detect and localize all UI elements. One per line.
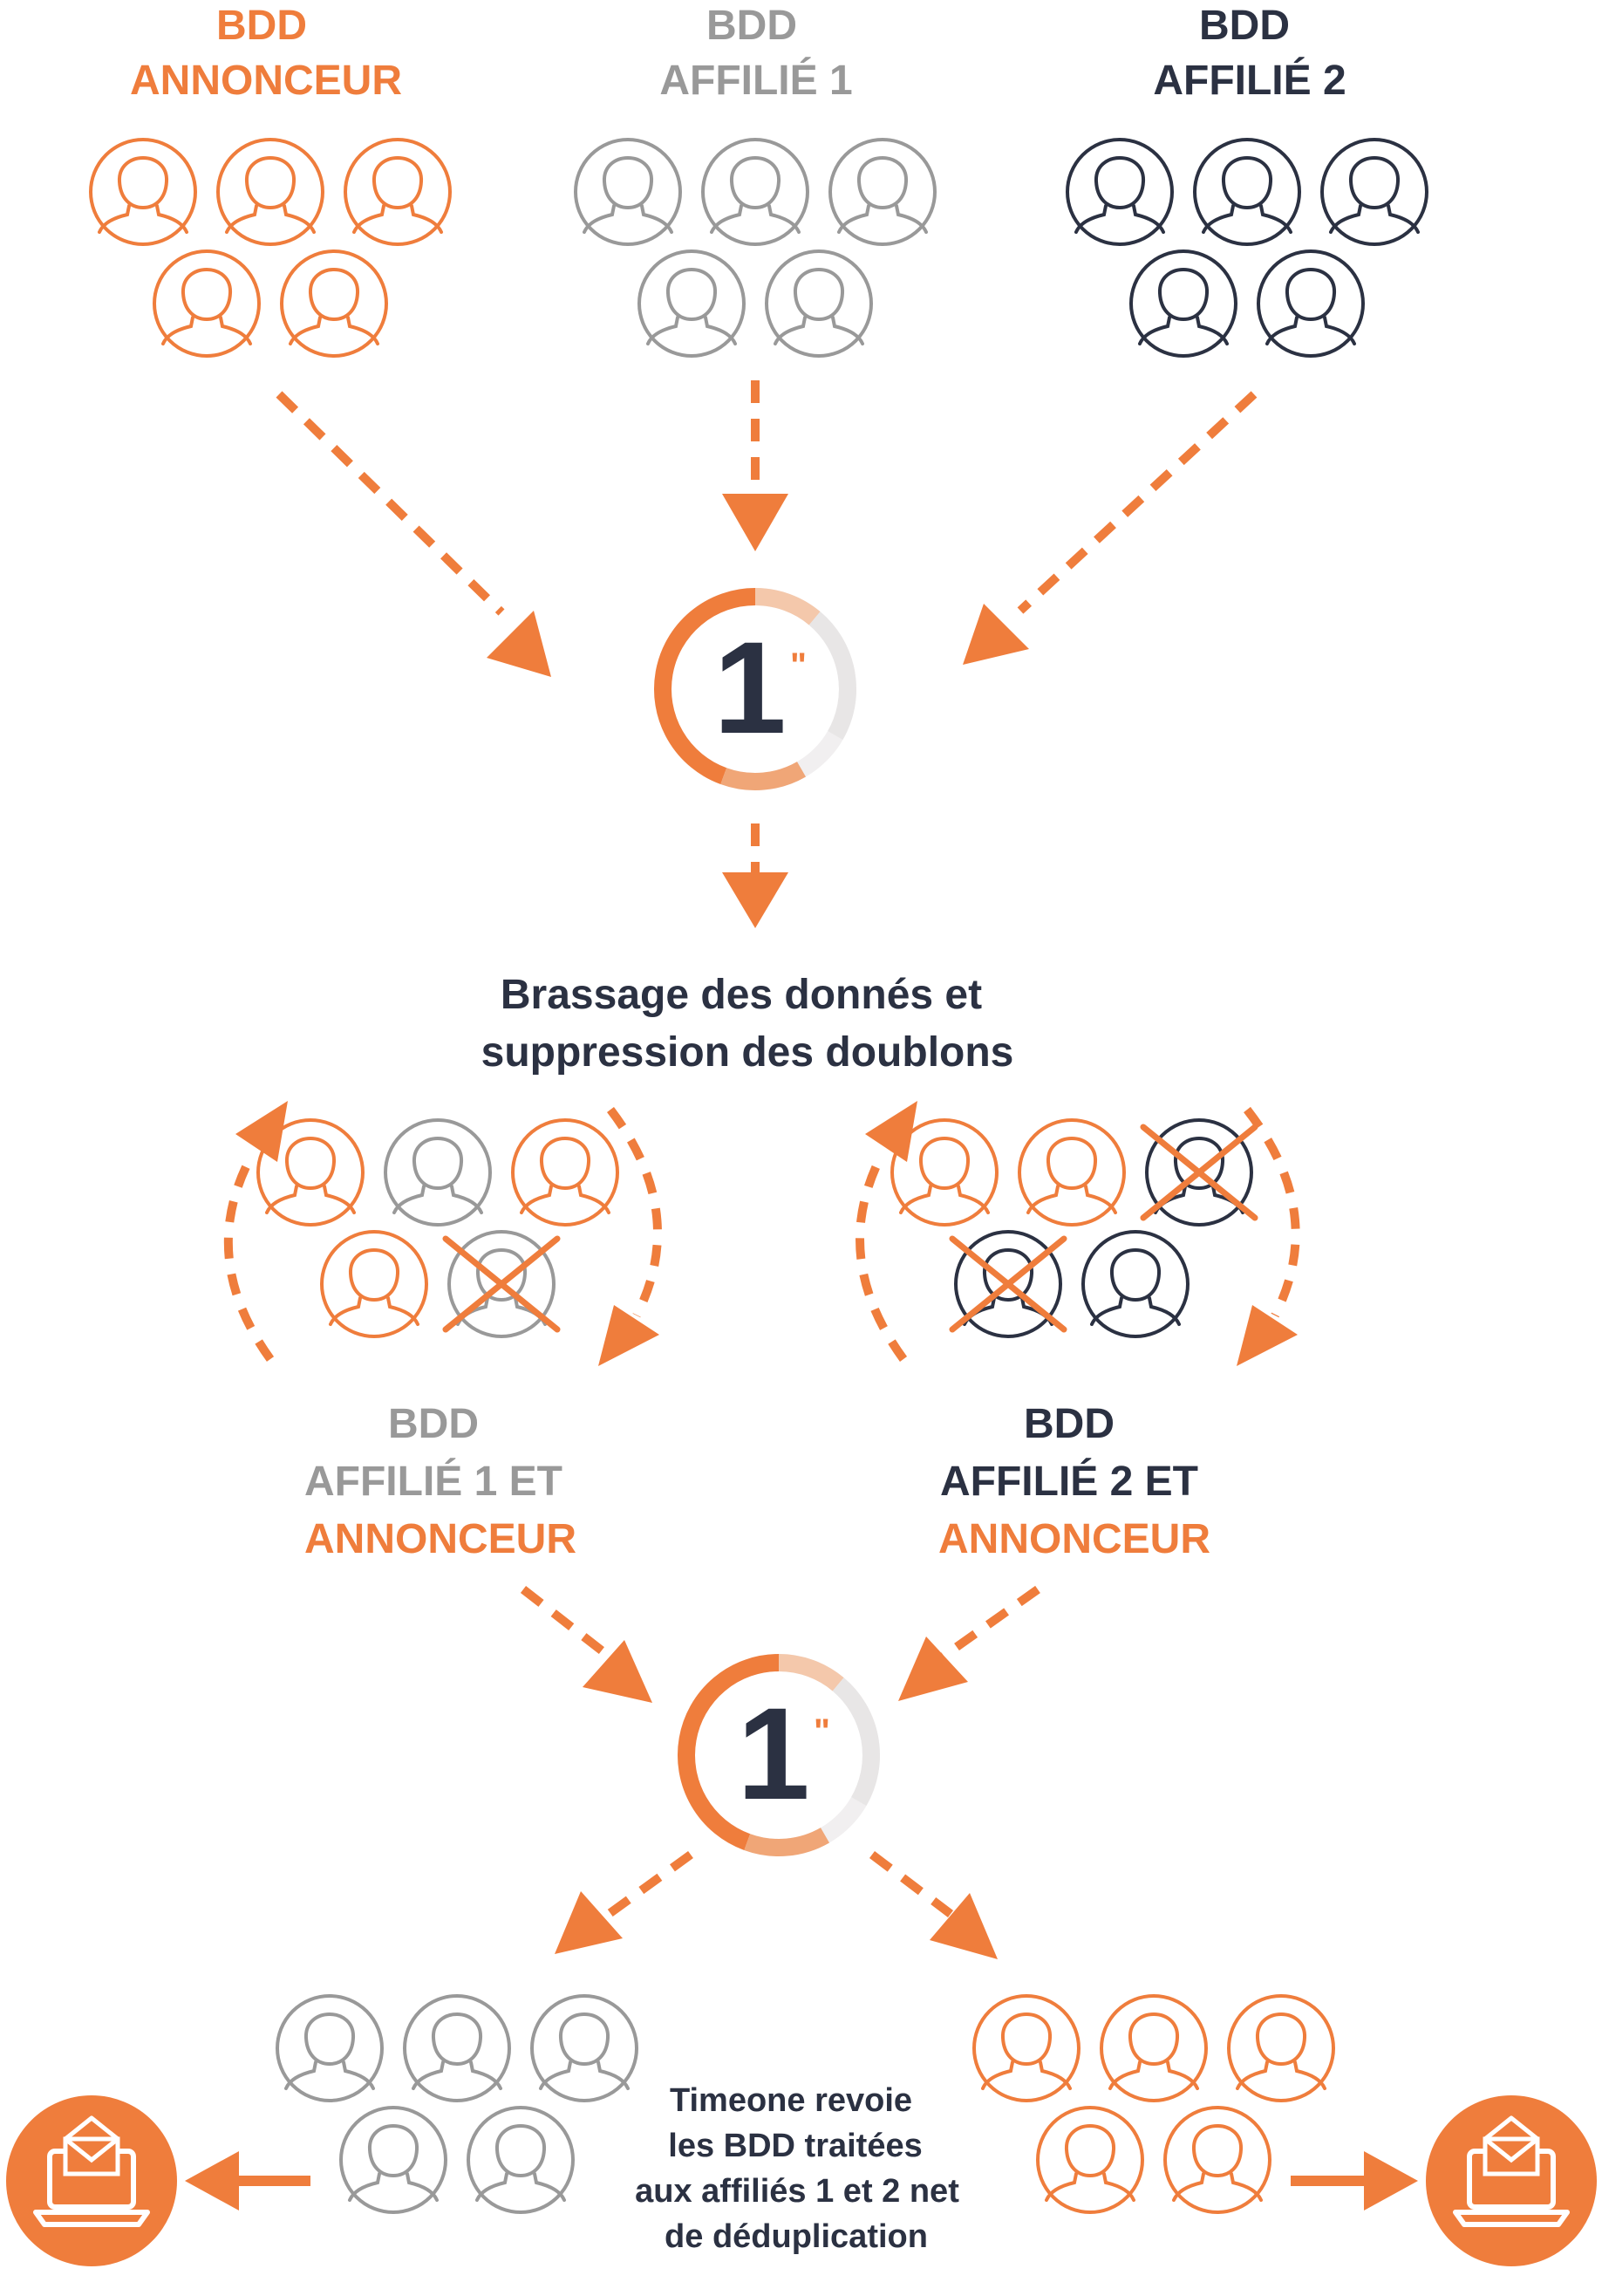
user-icon xyxy=(89,138,197,246)
user-icon xyxy=(384,1118,492,1227)
user-icon xyxy=(890,1118,999,1227)
user-icon xyxy=(320,1230,428,1338)
arrow-timer-to-output-left xyxy=(555,1850,693,1954)
user-icon xyxy=(256,1118,365,1227)
user-icon xyxy=(949,1230,1067,1338)
user-icon xyxy=(467,2106,575,2214)
user-icon xyxy=(530,1994,638,2102)
removed-cross-icon xyxy=(1140,1124,1258,1221)
user-icon xyxy=(511,1118,619,1227)
output-group-affiliate2 xyxy=(972,1994,1335,2214)
user-icon xyxy=(1320,138,1428,246)
source-label-advertiser-line2: ANNONCEUR xyxy=(130,58,402,104)
merged-group-affiliate2 xyxy=(890,1118,1258,1338)
user-icon xyxy=(1036,2106,1144,2214)
user-icon xyxy=(1193,138,1301,246)
arrow-affiliate1-to-timer xyxy=(722,380,788,551)
source-label-affiliate1-line2: AFFILIÉ 1 xyxy=(659,57,852,104)
user-icon xyxy=(339,2106,447,2214)
merged-label-affiliate1-line3: ANNONCEUR xyxy=(304,1516,576,1562)
user-icon xyxy=(442,1230,561,1338)
user-icon xyxy=(765,249,873,358)
user-icon xyxy=(1100,1994,1208,2102)
shuffle-arrows-affiliate1 xyxy=(223,1101,662,1366)
result-caption-line3: aux affiliés 1 et 2 net xyxy=(635,2173,959,2210)
arrow-timer-to-output-right xyxy=(869,1851,998,1959)
shuffle-caption-line2: suppression des doublons xyxy=(481,1029,1014,1076)
user-icon xyxy=(403,1994,511,2102)
result-caption-line4: de déduplication xyxy=(665,2218,928,2255)
user-icon xyxy=(828,138,937,246)
result-caption-line1: Timeone revoie xyxy=(670,2082,912,2119)
timer-number: 1 xyxy=(737,1680,809,1827)
user-group-advertiser xyxy=(89,138,452,358)
source-label-affiliate1-line1: BDD xyxy=(706,3,797,49)
source-label-advertiser-line1: BDD xyxy=(216,3,307,49)
user-icon xyxy=(1129,249,1237,358)
user-icon xyxy=(276,1994,384,2102)
arrow-output-to-laptop-left xyxy=(185,2151,310,2211)
output-group-affiliate1 xyxy=(276,1994,638,2214)
removed-cross-icon xyxy=(949,1235,1067,1333)
merged-label-affiliate1-line1: BDD xyxy=(388,1401,479,1447)
source-label-affiliate2-line2: AFFILIÉ 2 xyxy=(1153,57,1346,104)
source-label-affiliate2-line1: BDD xyxy=(1199,3,1290,49)
timer-seconds-mark: " xyxy=(814,1712,830,1751)
laptop-mail-icon xyxy=(6,2095,177,2266)
user-icon xyxy=(972,1994,1080,2102)
user-icon xyxy=(153,249,261,358)
user-icon xyxy=(1066,138,1174,246)
user-icon xyxy=(701,138,809,246)
user-icon xyxy=(280,249,388,358)
removed-cross-icon xyxy=(442,1235,561,1333)
timer-icon-1: 1" xyxy=(654,588,856,790)
arrow-merged2-to-timer xyxy=(898,1585,1040,1701)
arrow-timer-to-caption xyxy=(722,823,788,928)
timer-seconds-mark: " xyxy=(790,646,807,685)
user-icon xyxy=(1163,2106,1271,2214)
laptop-mail-icon xyxy=(1426,2095,1597,2266)
arrow-output-to-laptop-right xyxy=(1291,2151,1418,2211)
user-icon xyxy=(1227,1994,1335,2102)
user-group-affiliate2 xyxy=(1066,138,1428,358)
user-icon xyxy=(216,138,324,246)
arrow-merged1-to-timer xyxy=(520,1586,652,1703)
user-icon xyxy=(1257,249,1365,358)
merged-label-affiliate2-line2: AFFILIÉ 2 ET xyxy=(940,1458,1198,1505)
timer-number: 1 xyxy=(713,614,786,761)
timer-icon-2: 1" xyxy=(678,1654,880,1856)
merged-group-affiliate1 xyxy=(256,1118,619,1338)
user-icon xyxy=(637,249,746,358)
shuffle-arrows-affiliate2 xyxy=(856,1101,1300,1366)
merged-label-affiliate2-line3: ANNONCEUR xyxy=(938,1516,1210,1562)
user-icon xyxy=(1081,1230,1190,1338)
result-caption-line2: les BDD traitées xyxy=(668,2128,922,2164)
user-icon xyxy=(344,138,452,246)
user-icon xyxy=(1018,1118,1126,1227)
arrow-advertiser-to-timer xyxy=(276,391,551,677)
shuffle-caption-line1: Brassage des donnés et xyxy=(501,972,982,1018)
merged-label-affiliate1-line2: AFFILIÉ 1 ET xyxy=(304,1458,562,1505)
merged-label-affiliate2-line1: BDD xyxy=(1024,1401,1115,1447)
arrow-affiliate2-to-timer xyxy=(963,391,1258,665)
user-icon xyxy=(1140,1118,1258,1227)
user-group-affiliate1 xyxy=(574,138,937,358)
user-icon xyxy=(574,138,682,246)
